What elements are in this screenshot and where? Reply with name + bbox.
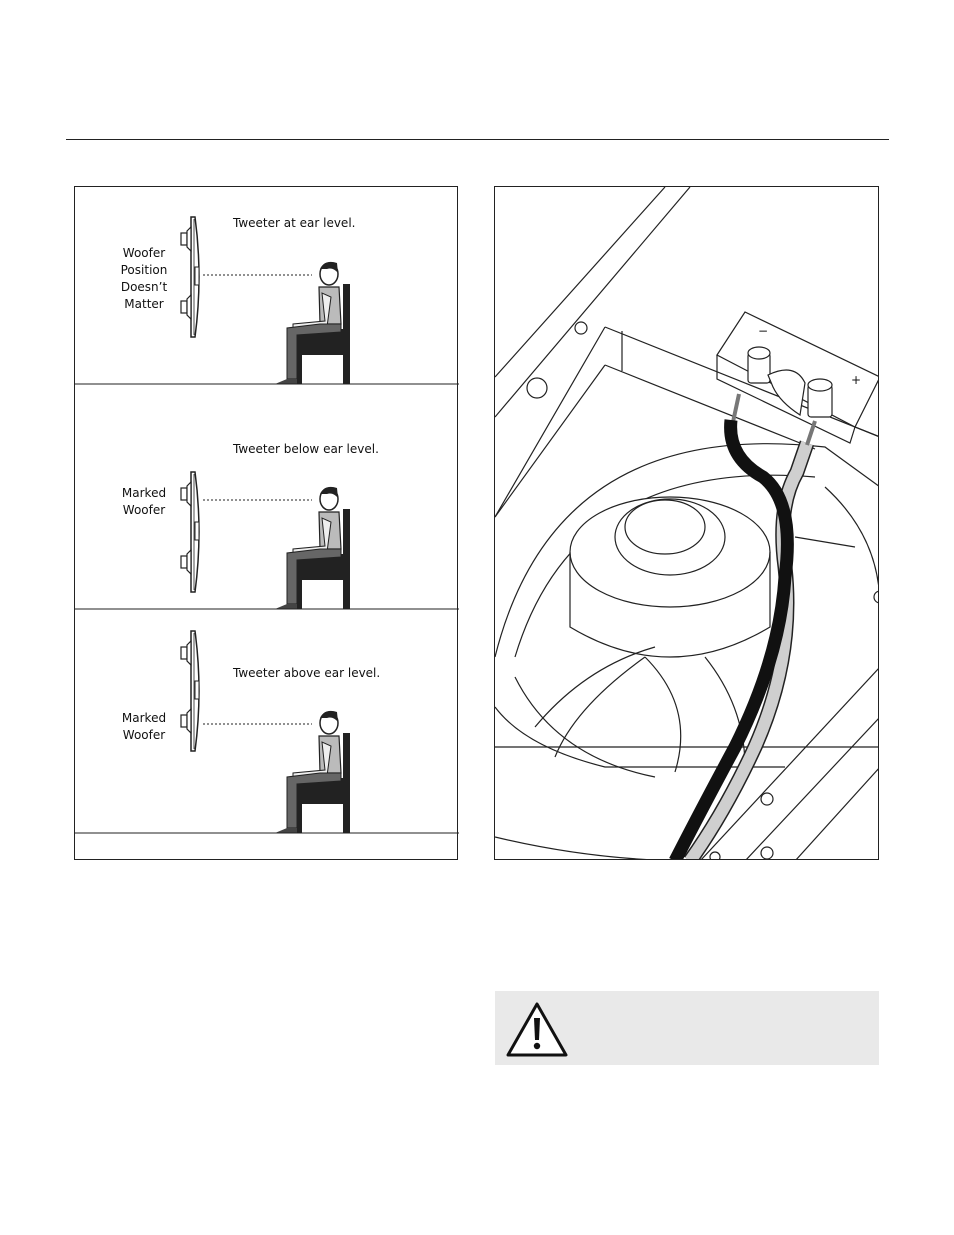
header-rule <box>66 139 889 140</box>
terminal-minus-label: − <box>758 324 768 338</box>
side-label-line: Marked <box>122 486 166 500</box>
placement-diagram: Tweeter at ear level. Woofer Position Do… <box>75 187 459 861</box>
warning-box <box>495 991 879 1065</box>
scene-ear-level: Tweeter at ear level. Woofer Position Do… <box>121 216 356 384</box>
speaker-wiring-figure: − + <box>494 186 879 860</box>
scene-below-ear-level: Tweeter below ear level. Marked Woofer <box>122 442 379 609</box>
side-label-line: Woofer <box>123 503 165 517</box>
warning-triangle-icon <box>504 1000 570 1058</box>
side-label-line: Woofer <box>123 246 165 260</box>
caption-above-ear-level: Tweeter above ear level. <box>232 666 380 680</box>
side-label-line: Position <box>121 263 168 277</box>
side-label-line: Marked <box>122 711 166 725</box>
speaker-placement-figure: Tweeter at ear level. Woofer Position Do… <box>74 186 458 860</box>
side-label-line: Matter <box>124 297 164 311</box>
caption-ear-level: Tweeter at ear level. <box>232 216 355 230</box>
wiring-illustration: − + <box>495 187 879 860</box>
terminal-plus-label: + <box>851 373 861 387</box>
side-label-line: Woofer <box>123 728 165 742</box>
caption-below-ear-level: Tweeter below ear level. <box>232 442 379 456</box>
scene-above-ear-level: Tweeter above ear level. Marked Woofer <box>122 631 380 833</box>
side-label-line: Doesn’t <box>121 280 168 294</box>
